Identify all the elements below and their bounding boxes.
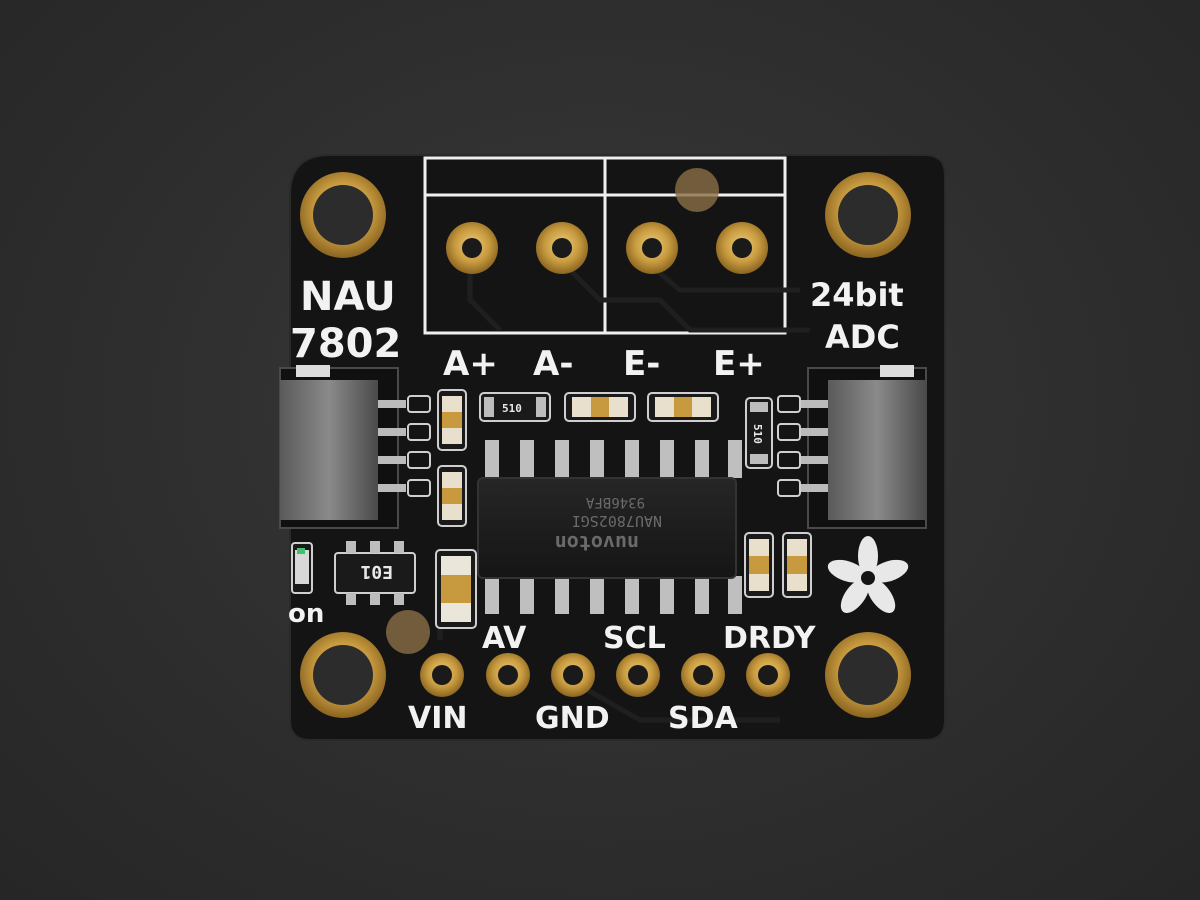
label-a-minus: A- bbox=[533, 344, 573, 384]
mounting-hole-bottom-left bbox=[300, 632, 386, 718]
resistor-r1-code: 510 bbox=[502, 402, 522, 415]
header-pad-scl bbox=[616, 653, 660, 697]
label-gnd: GND bbox=[535, 701, 610, 736]
fiducial-top bbox=[675, 168, 719, 212]
adc-label-line1: 24bit bbox=[810, 276, 904, 314]
resistor-r2: 510 bbox=[745, 397, 773, 469]
capacitor-c6 bbox=[744, 532, 774, 598]
ic-pins-top bbox=[485, 440, 742, 478]
capacitor-c7 bbox=[782, 532, 812, 598]
header-pad-av bbox=[486, 653, 530, 697]
capacitor-c1 bbox=[564, 392, 636, 422]
label-vin: VIN bbox=[408, 701, 468, 736]
label-e-plus: E+ bbox=[713, 344, 765, 384]
mounting-hole-top-right bbox=[825, 172, 911, 258]
terminal-pad-e-minus bbox=[626, 222, 678, 274]
chip-name-line1: NAU bbox=[300, 274, 396, 320]
chip-name-line2: 7802 bbox=[290, 321, 401, 367]
power-led bbox=[291, 542, 313, 594]
transistor-q1-code: E01 bbox=[360, 561, 393, 582]
header-pad-sda bbox=[681, 653, 725, 697]
fiducial-bottom bbox=[386, 610, 430, 654]
transistor-q1: E01 bbox=[334, 541, 416, 605]
resistor-r1: 510 bbox=[479, 392, 551, 422]
ic-pins-bottom bbox=[485, 576, 742, 614]
capacitor-c4 bbox=[437, 465, 467, 527]
label-scl: SCL bbox=[603, 621, 666, 656]
terminal-pad-a-minus bbox=[536, 222, 588, 274]
mounting-hole-bottom-right bbox=[825, 632, 911, 718]
terminal-block-outline bbox=[423, 156, 787, 335]
led-label: on bbox=[288, 599, 324, 629]
adafruit-flower-logo bbox=[827, 536, 909, 614]
connector-pads-right bbox=[777, 395, 801, 497]
adc-ic-chip: nuvoton NAU7802SGI 9346BFA bbox=[477, 477, 737, 579]
header-pad-vin bbox=[420, 653, 464, 697]
capacitor-c5 bbox=[435, 549, 477, 629]
connector-pads-left bbox=[407, 395, 431, 497]
resistor-r2-code: 510 bbox=[751, 424, 764, 444]
ic-brand: nuvoton bbox=[555, 531, 639, 555]
label-e-minus: E- bbox=[623, 344, 660, 384]
header-pad-drdy bbox=[746, 653, 790, 697]
mounting-hole-top-left bbox=[300, 172, 386, 258]
label-sda: SDA bbox=[668, 701, 739, 736]
stemma-connector-right bbox=[800, 365, 927, 529]
ic-date-code: 9346BFA bbox=[585, 494, 645, 510]
header-pad-gnd bbox=[551, 653, 595, 697]
capacitor-c2 bbox=[647, 392, 719, 422]
copper-traces bbox=[437, 263, 810, 723]
stemma-connector-left bbox=[279, 365, 406, 529]
label-a-plus: A+ bbox=[443, 344, 498, 384]
terminal-pad-e-plus bbox=[716, 222, 768, 274]
adc-label-line2: ADC bbox=[825, 318, 900, 356]
terminal-pad-a-plus bbox=[446, 222, 498, 274]
ic-part-number: NAU7802SGI bbox=[572, 512, 662, 530]
label-drdy: DRDY bbox=[723, 621, 817, 656]
label-av: AV bbox=[482, 621, 527, 656]
capacitor-c3 bbox=[437, 389, 467, 451]
